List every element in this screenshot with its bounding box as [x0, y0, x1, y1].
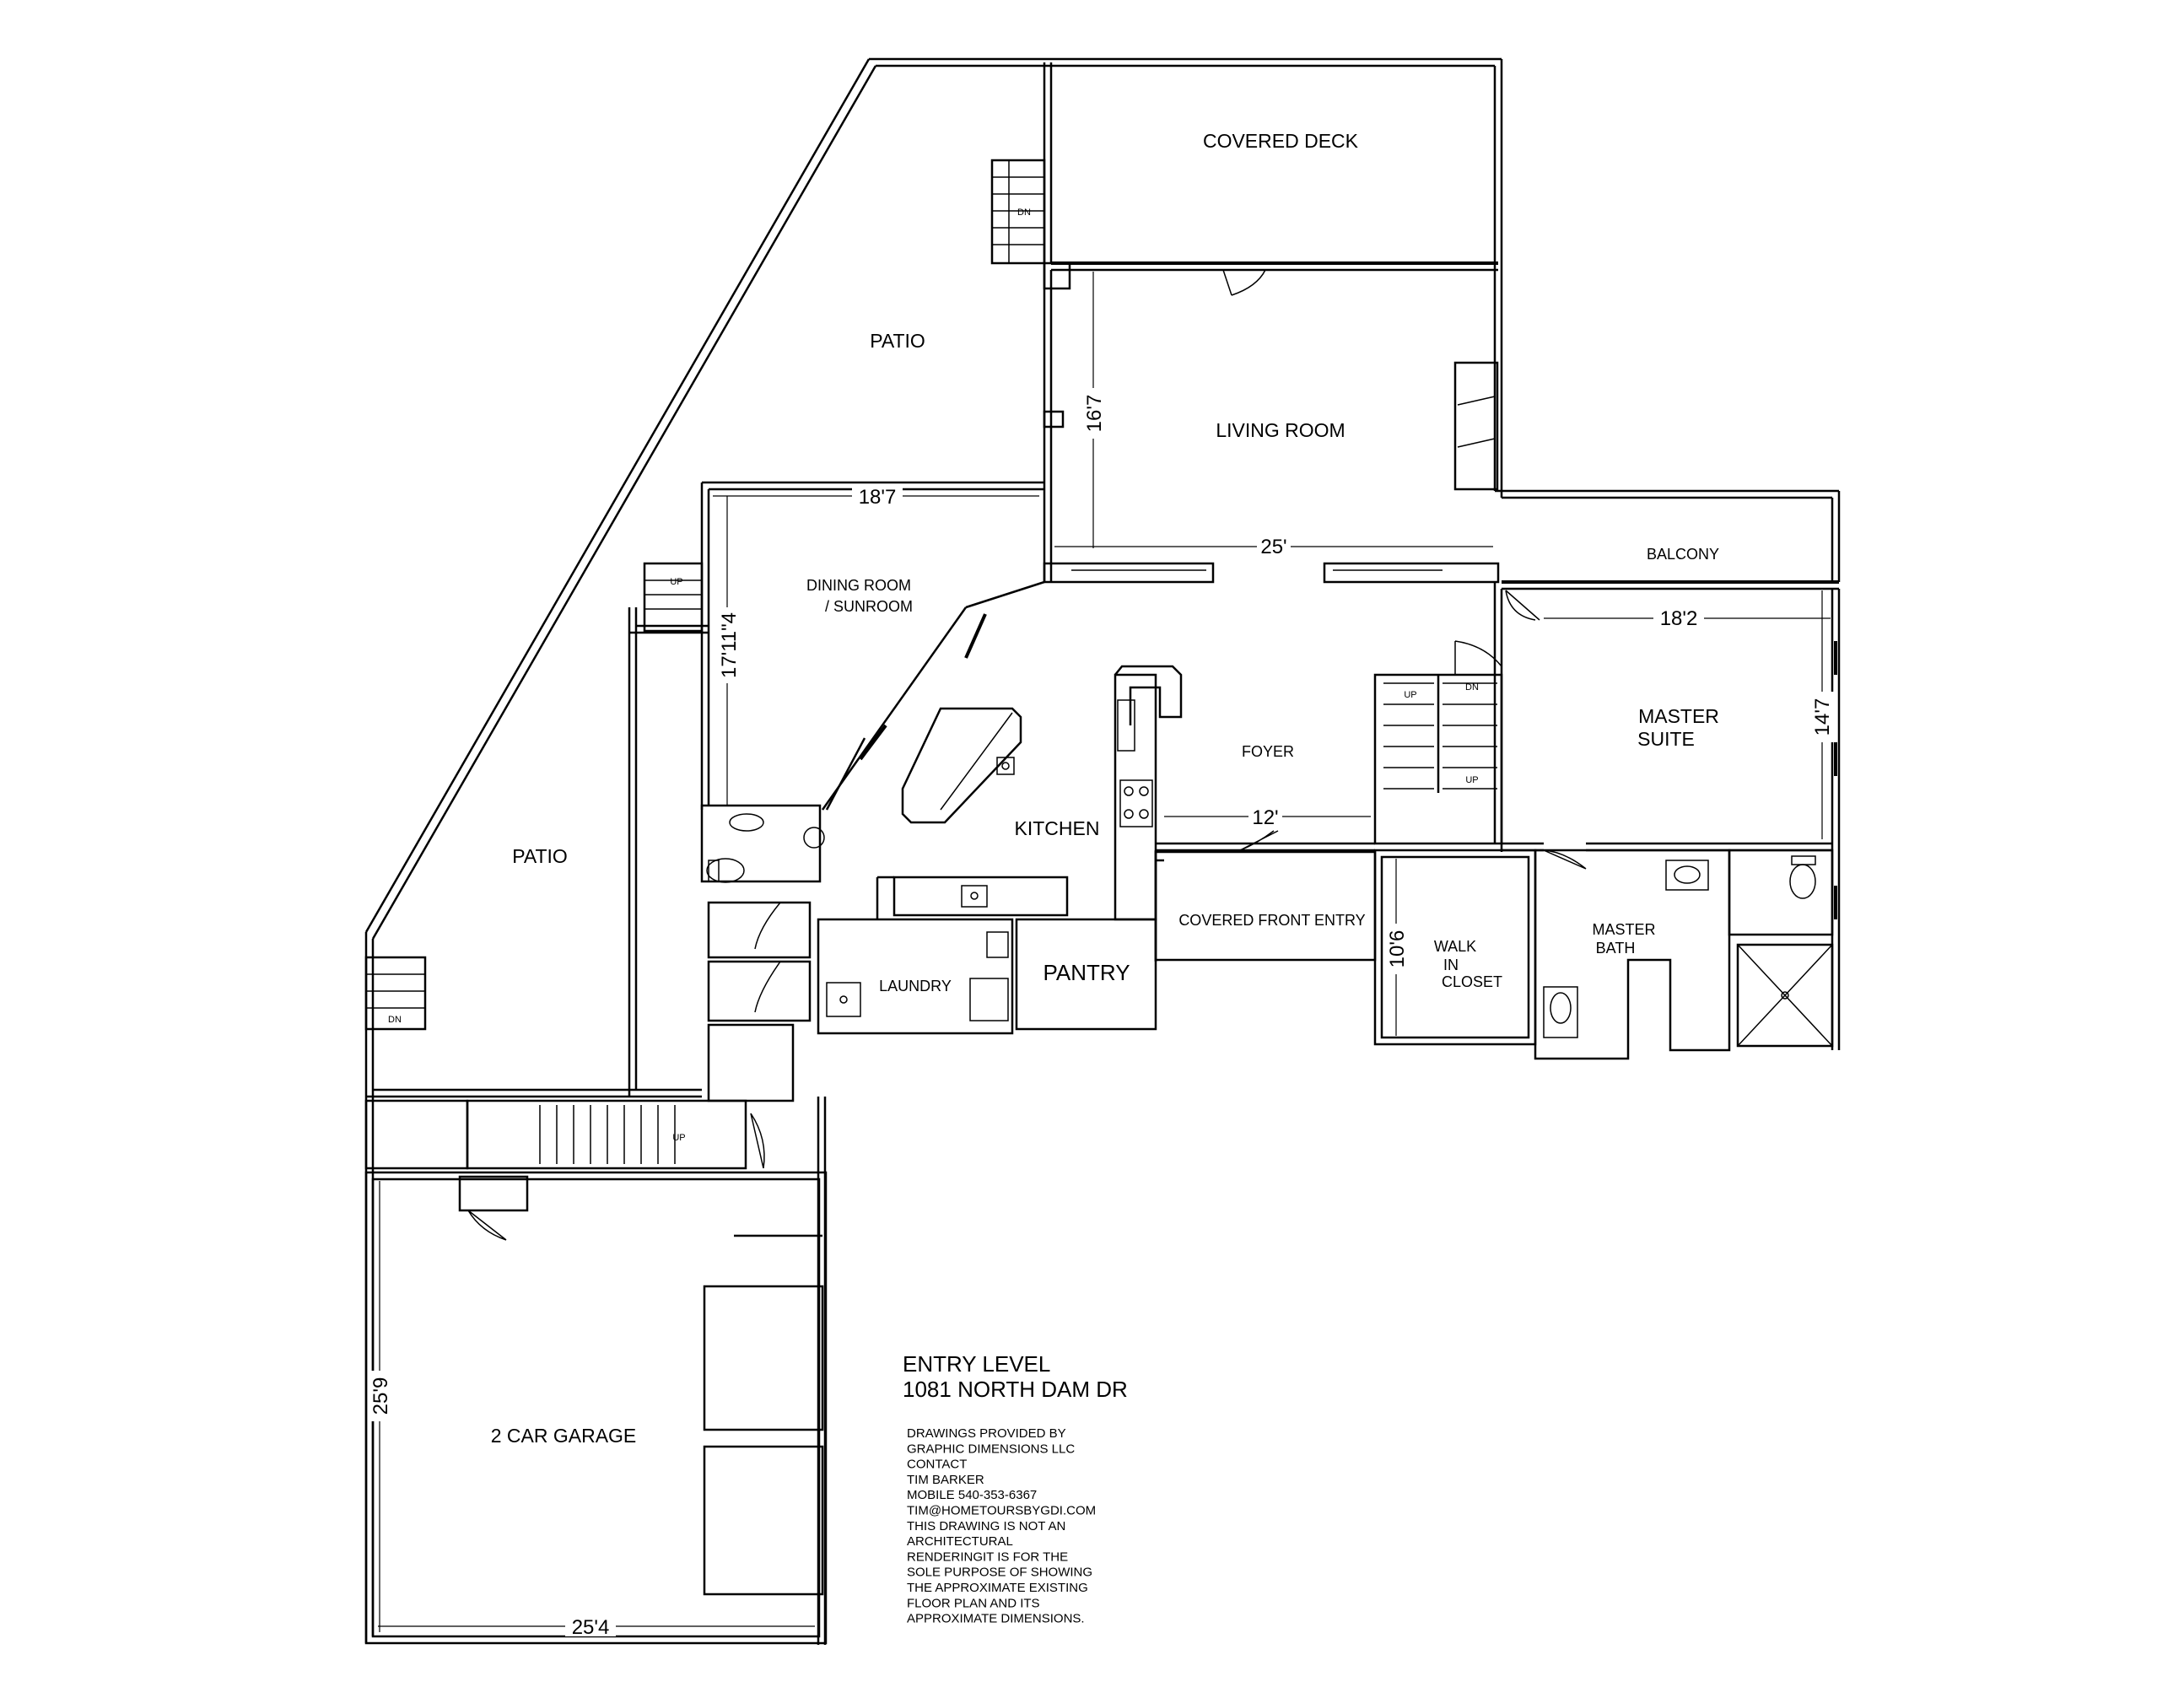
room-pantry: PANTRY — [1043, 960, 1130, 985]
stair-labels: DN UP UP DN UP DN UP — [388, 208, 1479, 1143]
dim-master-width: 18'2 — [1660, 607, 1698, 630]
dimension-labels: 16'7 18'7 25' 18'2 17'11"4 14'7 12' 10'6… — [369, 388, 1834, 1639]
credit-line: RENDERINGIT IS FOR THE — [907, 1550, 1068, 1564]
dim-garage-width: 25'4 — [572, 1616, 610, 1639]
room-patio-left: PATIO — [512, 845, 568, 867]
room-kitchen: KITCHEN — [1015, 817, 1100, 839]
credit-line: CONTACT — [907, 1458, 967, 1472]
room-labels: COVERED DECK PATIO LIVING ROOM BALCONY D… — [491, 130, 1719, 1447]
plan-title-line1: ENTRY LEVEL — [903, 1351, 1050, 1377]
room-master-suite-line2: SUITE — [1637, 728, 1695, 750]
room-foyer: FOYER — [1242, 743, 1294, 760]
stair-dn-patio: DN — [388, 1015, 402, 1025]
dim-master-depth: 14'7 — [1811, 698, 1834, 736]
living-deck-walls — [990, 62, 1500, 584]
room-laundry: LAUNDRY — [879, 978, 952, 994]
plan-title-line2: 1081 NORTH DAM DR — [903, 1377, 1128, 1402]
dim-foyer-width: 12' — [1252, 806, 1278, 829]
room-patio-top: PATIO — [870, 330, 925, 352]
dim-living-width: 25' — [1260, 536, 1286, 558]
credit-line: DRAWINGS PROVIDED BY — [907, 1426, 1066, 1441]
room-walk-in-line3: CLOSET — [1442, 973, 1502, 990]
stair-dn-deck: DN — [1017, 208, 1031, 218]
credit-line: MOBILE 540-353-6367 — [907, 1488, 1037, 1502]
room-master-bath-line1: MASTER — [1592, 921, 1655, 938]
credit-line: FLOOR PLAN AND ITS — [907, 1596, 1040, 1610]
stair-up-foyer: UP — [1404, 690, 1416, 700]
dim-closet-depth: 10'6 — [1386, 930, 1409, 968]
entry-bath-walls — [1154, 830, 1834, 1060]
credit-line: APPROXIMATE DIMENSIONS. — [907, 1612, 1085, 1626]
credit-line: TIM@HOMETOURSBYGDI.COM — [907, 1504, 1096, 1518]
exterior-walls — [364, 57, 1503, 1643]
stair-dn-foyer: DN — [1465, 682, 1479, 693]
room-master-bath-line2: BATH — [1596, 940, 1636, 957]
dim-dining-width: 18'7 — [859, 486, 897, 509]
stair-up-mudroom: UP — [672, 1133, 685, 1143]
dim-living-depth: 16'7 — [1083, 395, 1106, 433]
dim-garage-depth: 25'9 — [369, 1377, 392, 1415]
credit-line: SOLE PURPOSE OF SHOWING — [907, 1566, 1092, 1580]
room-walk-in-line1: WALK — [1434, 938, 1476, 955]
stair-up-patio: UP — [670, 577, 682, 587]
room-master-suite-line1: MASTER — [1638, 705, 1719, 727]
room-dining-line2: / SUNROOM — [825, 598, 913, 615]
credit-line: TIM BARKER — [907, 1473, 984, 1487]
garage-walls — [364, 562, 828, 1645]
credit-line: THE APPROXIMATE EXISTING — [907, 1581, 1088, 1595]
dim-dining-depth: 17'11"4 — [718, 612, 741, 678]
room-balcony: BALCONY — [1647, 546, 1719, 563]
credit-line: ARCHITECTURAL — [907, 1534, 1013, 1549]
room-dining-line1: DINING ROOM — [806, 577, 911, 594]
room-living: LIVING ROOM — [1216, 419, 1345, 441]
foyer-master-walls — [1156, 489, 1841, 1050]
credit-line: GRAPHIC DIMENSIONS LLC — [907, 1442, 1075, 1456]
stair-up-foyer-lower: UP — [1465, 775, 1478, 785]
title-block: ENTRY LEVEL 1081 NORTH DAM DR — [903, 1351, 1128, 1402]
dining-kitchen-walls — [700, 481, 1183, 921]
service-walls — [700, 804, 1157, 1102]
credit-line: THIS DRAWING IS NOT AN — [907, 1519, 1065, 1533]
room-covered-deck: COVERED DECK — [1203, 130, 1359, 152]
room-covered-front-entry: COVERED FRONT ENTRY — [1178, 912, 1365, 929]
room-garage: 2 CAR GARAGE — [491, 1425, 637, 1447]
room-walk-in-line2: IN — [1443, 957, 1459, 973]
